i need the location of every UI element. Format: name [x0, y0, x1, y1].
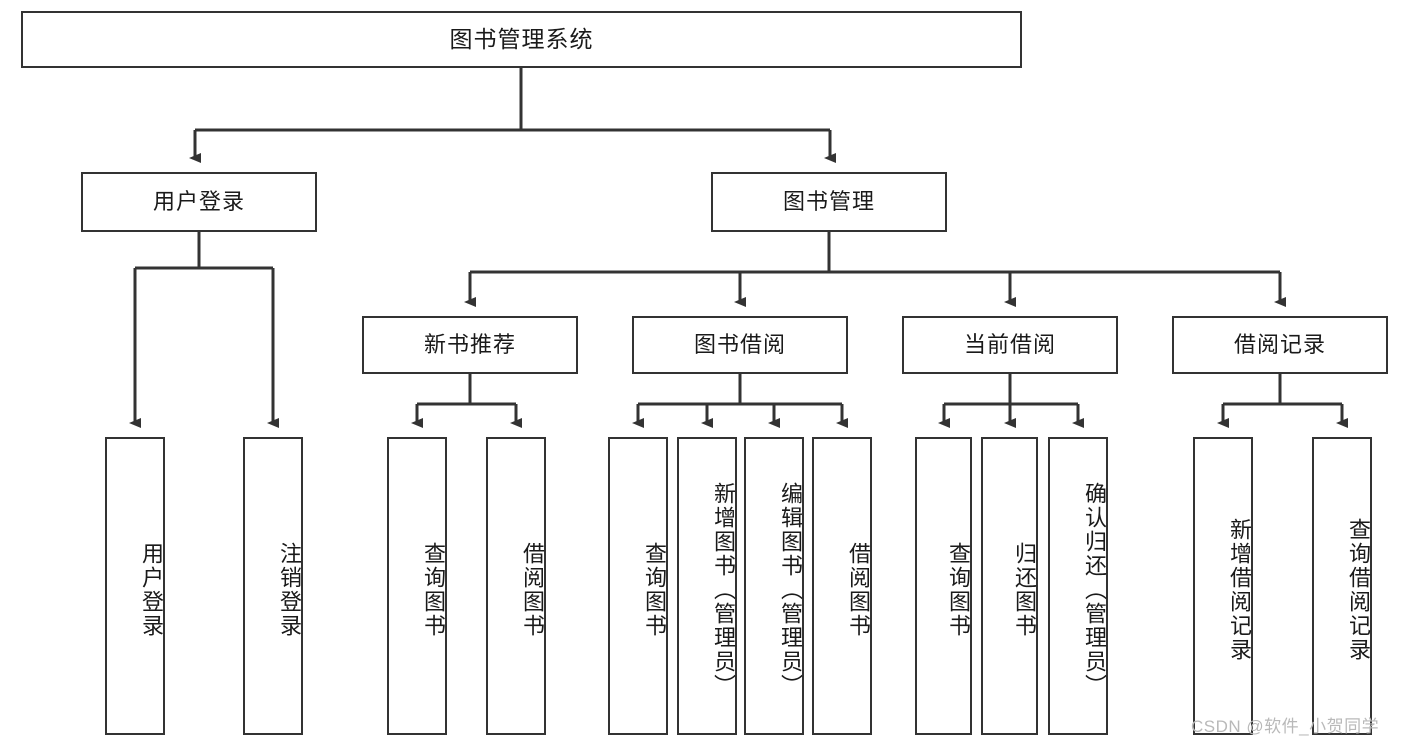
node-user-login[interactable]: 用户登录: [81, 172, 317, 232]
node-leaf-borrow-book[interactable]: 借阅图书: [812, 437, 872, 735]
node-new-book-recommend[interactable]: 新书推荐: [362, 316, 578, 374]
node-label: 查询借阅记录: [1346, 518, 1371, 662]
node-label: 注销登录: [277, 542, 302, 638]
node-label: 图书管理: [782, 188, 875, 214]
node-leaf-add-borrow-record[interactable]: 新增借阅记录: [1193, 437, 1253, 735]
node-leaf-query-borrow-record[interactable]: 查询借阅记录: [1312, 437, 1372, 735]
watermark: CSDN @软件_小贺同学: [1191, 717, 1380, 736]
node-label: 图书管理系统: [449, 25, 594, 52]
node-leaf-query-book-recommend[interactable]: 查询图书: [387, 437, 447, 735]
node-root-book-management-system[interactable]: 图书管理系统: [21, 11, 1022, 68]
node-label: 新书推荐: [423, 331, 516, 357]
node-leaf-query-book-current[interactable]: 查询图书: [915, 437, 972, 735]
node-label: 图书借阅: [693, 331, 786, 357]
node-label: 新增借阅记录: [1227, 518, 1252, 662]
node-label: 借阅图书: [846, 542, 871, 638]
node-label: 查询图书: [421, 542, 446, 638]
node-leaf-borrow-book-recommend[interactable]: 借阅图书: [486, 437, 546, 735]
node-leaf-add-book-admin[interactable]: 新增图书（管理员）: [677, 437, 737, 735]
node-leaf-confirm-return-admin[interactable]: 确认归还（管理员）: [1048, 437, 1108, 735]
node-label: 用户登录: [139, 542, 164, 638]
node-label: 借阅图书: [520, 542, 545, 638]
node-book-borrow[interactable]: 图书借阅: [632, 316, 848, 374]
node-leaf-query-book-borrow[interactable]: 查询图书: [608, 437, 668, 735]
node-label: 归还图书: [1012, 542, 1037, 638]
node-borrow-record[interactable]: 借阅记录: [1172, 316, 1388, 374]
node-label: 当前借阅: [963, 331, 1056, 357]
node-book-manage[interactable]: 图书管理: [711, 172, 947, 232]
node-leaf-user-logout[interactable]: 注销登录: [243, 437, 303, 735]
node-current-borrow[interactable]: 当前借阅: [902, 316, 1118, 374]
node-label: 查询图书: [642, 542, 667, 638]
node-label: 新增图书（管理员）: [711, 482, 736, 698]
node-leaf-return-book[interactable]: 归还图书: [981, 437, 1038, 735]
node-leaf-user-login[interactable]: 用户登录: [105, 437, 165, 735]
node-leaf-edit-book-admin[interactable]: 编辑图书（管理员）: [744, 437, 804, 735]
node-label: 查询图书: [946, 542, 971, 638]
node-label: 编辑图书（管理员）: [778, 482, 803, 698]
node-label: 用户登录: [152, 188, 245, 214]
node-label: 确认归还（管理员）: [1082, 482, 1107, 698]
node-label: 借阅记录: [1233, 331, 1326, 357]
